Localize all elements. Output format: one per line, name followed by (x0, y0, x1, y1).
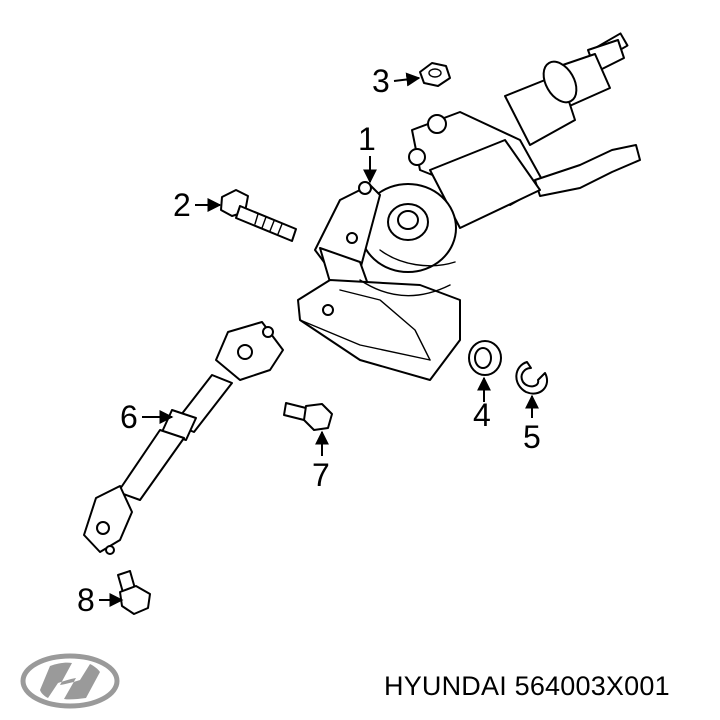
callout-1-label: 1 (358, 121, 376, 157)
callout-3-arrow (393, 72, 421, 87)
callout-7-label: 7 (312, 457, 330, 493)
callout-6-label: 6 (120, 399, 138, 435)
intermediate-shaft (83, 321, 284, 555)
flange-nut (419, 62, 451, 87)
hyundai-logo-icon (20, 653, 120, 709)
callout-2-label: 2 (173, 187, 191, 223)
callout-8-label: 8 (77, 582, 95, 618)
long-bolt (220, 189, 297, 242)
part-number: 564003X001 (514, 671, 670, 701)
steering-column-assembly (297, 32, 641, 381)
callout-3-label: 3 (372, 63, 390, 99)
yoke-bolt (117, 570, 151, 615)
callout-5-label: 5 (523, 419, 541, 455)
flange-bolt-short (283, 402, 333, 431)
part-caption: HYUNDAI 564003X001 (384, 671, 670, 702)
seal-ring (468, 340, 502, 376)
brand-name: HYUNDAI (384, 671, 507, 701)
callout-4-label: 4 (473, 397, 491, 433)
retaining-clip (515, 361, 548, 395)
